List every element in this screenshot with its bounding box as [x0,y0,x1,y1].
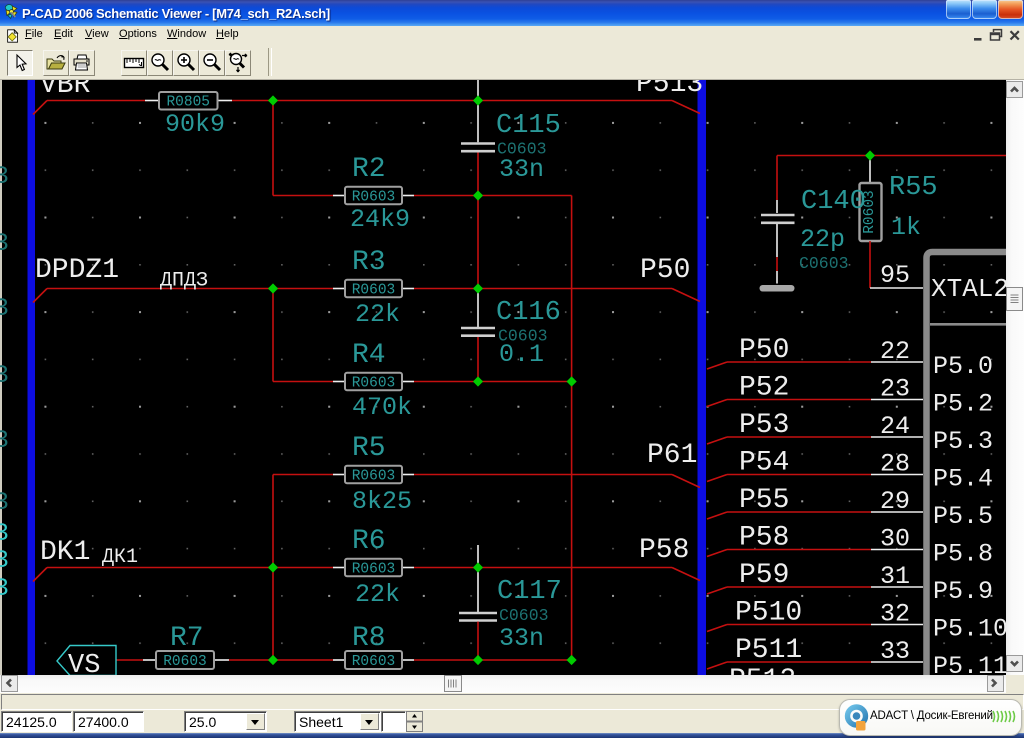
svg-text:22k: 22k [355,300,400,329]
svg-text:31: 31 [880,562,910,591]
svg-text:3: 3 [0,229,9,258]
svg-text:P59: P59 [739,560,789,591]
svg-text:33n: 33n [499,624,544,653]
svg-text:R0603: R0603 [862,190,878,234]
svg-text:P5.4: P5.4 [933,465,993,494]
svg-text:R0603: R0603 [352,282,396,298]
svg-text:P54: P54 [739,448,789,479]
svg-text:P513: P513 [636,80,703,100]
svg-text:P55: P55 [739,485,789,516]
svg-text:P5.9: P5.9 [933,577,993,606]
svg-text:22: 22 [880,337,910,366]
svg-text:C0603: C0603 [498,327,548,346]
svg-text:P58: P58 [739,523,789,554]
svg-text:DPDZ1: DPDZ1 [35,255,119,286]
svg-text:R2: R2 [352,154,386,185]
svg-text:R0603: R0603 [352,375,396,391]
svg-text:R7: R7 [170,623,204,654]
svg-text:1k: 1k [891,213,921,242]
svg-text:P5.8: P5.8 [933,540,993,569]
svg-text:C0603: C0603 [497,140,547,159]
svg-text:P61: P61 [647,440,697,471]
svg-text:P5.2: P5.2 [933,390,993,419]
svg-text:22p: 22p [800,225,845,254]
svg-text:32: 32 [880,600,910,629]
svg-text:3: 3 [0,426,9,455]
svg-text:R0603: R0603 [352,654,396,670]
svg-text:90k9: 90k9 [165,110,225,139]
svg-text:P511: P511 [735,635,802,666]
svg-text:29: 29 [880,487,910,516]
svg-text:C115: C115 [496,111,561,141]
svg-text:C0603: C0603 [499,606,549,625]
svg-text:ДК1: ДК1 [102,546,138,569]
svg-text:R55: R55 [889,173,938,203]
svg-text:22k: 22k [355,580,400,609]
svg-text:P50: P50 [640,255,690,286]
svg-text:XTAL2: XTAL2 [931,274,1006,304]
svg-text:8k25: 8k25 [352,487,412,516]
svg-text:P52: P52 [739,373,789,404]
svg-text:VBR: VBR [40,80,91,101]
svg-text:P5.3: P5.3 [933,427,993,456]
svg-text:28: 28 [880,450,910,479]
svg-text:3: 3 [0,361,9,390]
svg-text:470k: 470k [352,393,412,422]
svg-text:R3: R3 [352,247,386,278]
svg-text:P53: P53 [739,410,789,441]
svg-text:R4: R4 [352,340,386,371]
svg-text:R8: R8 [352,623,386,654]
svg-text:24: 24 [880,412,910,441]
svg-text:P510: P510 [735,598,802,629]
svg-text:3: 3 [0,519,9,548]
svg-text:3: 3 [0,162,9,191]
svg-text:R6: R6 [352,526,386,557]
svg-text:95: 95 [880,261,910,290]
svg-text:P5.11: P5.11 [933,652,1006,675]
svg-text:C0603: C0603 [799,254,849,273]
svg-text:33: 33 [880,637,910,666]
svg-text:P5.5: P5.5 [933,502,993,531]
svg-text:P58: P58 [639,535,689,566]
svg-text:P50: P50 [739,335,789,366]
svg-text:C116: C116 [496,298,561,328]
svg-text:P5.0: P5.0 [933,352,993,381]
svg-text:24k9: 24k9 [350,205,410,234]
svg-text:33n: 33n [499,155,544,184]
svg-text:P512: P512 [729,665,796,675]
svg-text:DK1: DK1 [40,537,90,568]
svg-text:3: 3 [0,488,9,517]
svg-text:R5: R5 [352,433,386,464]
svg-text:R0603: R0603 [163,654,207,670]
svg-text:ДПДЗ: ДПДЗ [160,270,208,293]
svg-text:0.1: 0.1 [499,340,544,369]
svg-text:3: 3 [0,574,9,603]
svg-text:3: 3 [0,546,9,575]
svg-text:R0603: R0603 [352,189,396,205]
svg-text:23: 23 [880,375,910,404]
svg-text:C117: C117 [497,577,562,607]
svg-text:C140: C140 [801,187,866,217]
svg-text:R0603: R0603 [352,468,396,484]
svg-text:R0603: R0603 [352,561,396,577]
svg-text:3: 3 [0,294,9,323]
svg-text:30: 30 [880,525,910,554]
svg-text:R0805: R0805 [166,95,210,111]
svg-text:VS: VS [68,651,100,675]
svg-text:P5.10: P5.10 [933,615,1006,644]
